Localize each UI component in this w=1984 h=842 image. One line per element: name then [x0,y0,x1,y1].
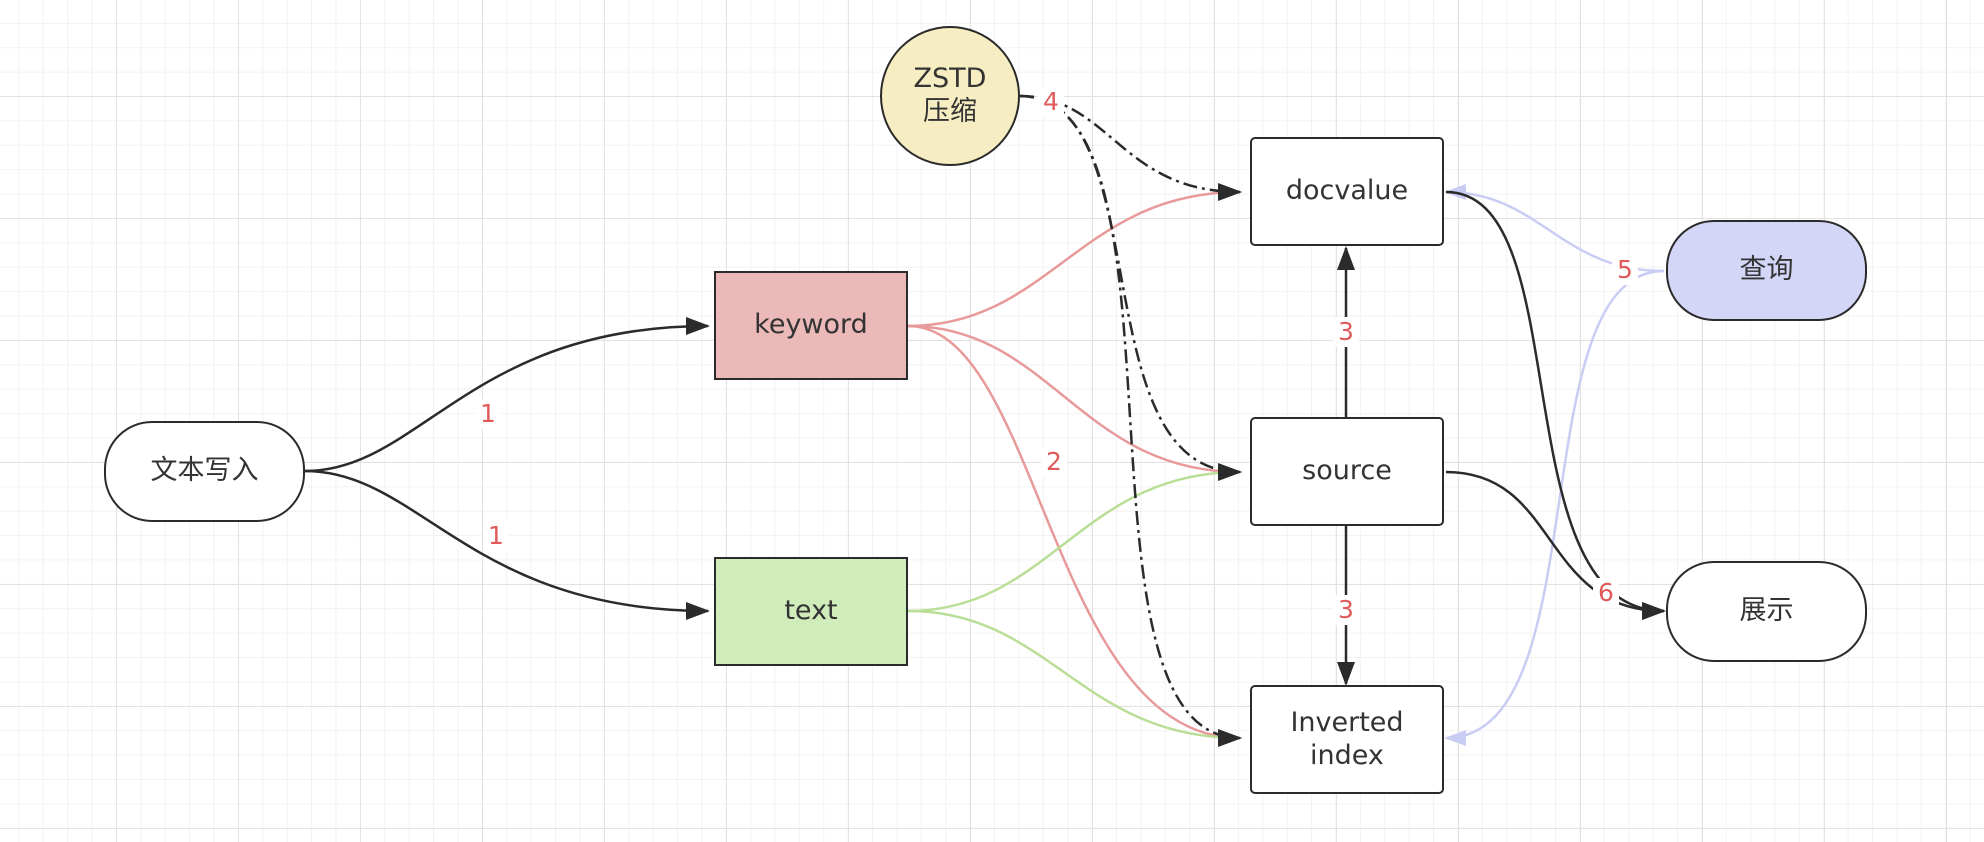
node-zstd[interactable]: ZSTD 压缩 [880,26,1020,166]
edge-label-keyword-index: 2 [1041,447,1067,477]
node-text[interactable]: text [714,557,908,666]
edge-label-source-index: 3 [1333,595,1359,625]
node-display[interactable]: 展示 [1666,561,1867,662]
edge-text-source [907,464,1242,613]
edge-keyword-index [907,324,1242,746]
node-text-write-label: 文本写入 [150,455,259,487]
node-inverted-index-label: Inverted index [1290,706,1404,771]
edge-zstd-source [1019,94,1242,481]
edge-query-index [1444,269,1665,746]
edge-label-display: 6 [1593,578,1619,608]
node-keyword-label: keyword [754,309,868,341]
node-source-label: source [1302,455,1392,487]
edge-label-source-docvalue: 3 [1333,317,1359,347]
node-zstd-label: ZSTD 压缩 [913,63,987,127]
node-display-label: 展示 [1739,595,1794,627]
edge-label-zstd: 4 [1038,87,1064,117]
edge-label-write-text: 1 [483,521,509,551]
edge-write-keyword [304,317,710,473]
node-text-write[interactable]: 文本写入 [104,421,305,522]
edge-keyword-source [907,324,1242,480]
edge-source-display [1445,470,1666,620]
node-keyword[interactable]: keyword [714,271,908,380]
node-query[interactable]: 查询 [1666,220,1867,321]
node-inverted-index[interactable]: Inverted index [1250,685,1444,794]
node-docvalue[interactable]: docvalue [1250,137,1444,246]
edge-zstd-index [1019,94,1242,747]
node-source[interactable]: source [1250,417,1444,526]
node-text-label: text [784,595,838,627]
edge-text-index [907,609,1242,746]
edge-label-query: 5 [1612,255,1638,285]
node-query-label: 查询 [1739,254,1794,286]
node-docvalue-label: docvalue [1285,175,1409,207]
edge-label-write-keyword: 1 [475,399,501,429]
edge-keyword-docvalue [907,184,1242,328]
edge-write-text [304,469,710,620]
